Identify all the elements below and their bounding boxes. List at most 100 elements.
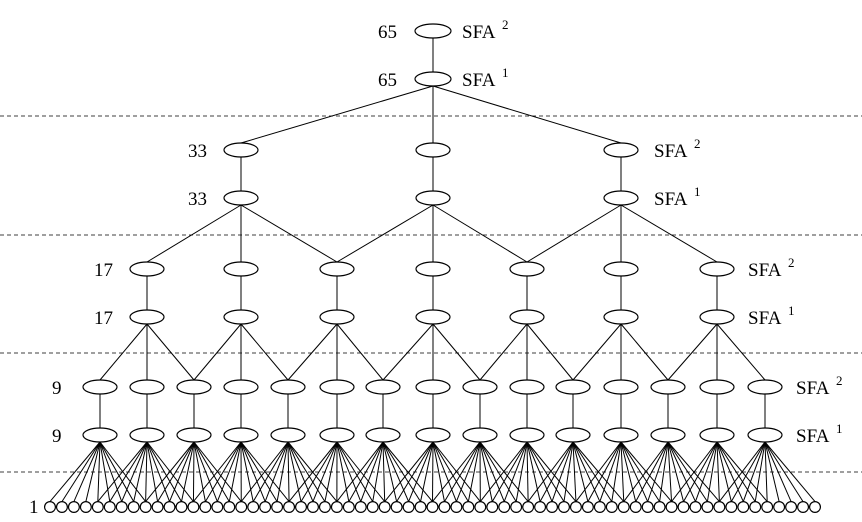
- leaf-node-53: [677, 501, 690, 514]
- leaf-node-47: [605, 501, 618, 514]
- leaf-node-52: [665, 501, 678, 514]
- level0-count-label: 65: [378, 70, 397, 91]
- edge-leaf-parent4-leaf20: [287, 441, 290, 502]
- node-level3-sfa1-12: [650, 427, 686, 443]
- node-level2-sfa1-4: [509, 309, 545, 325]
- edge-leaf-parent9-leaf37: [491, 441, 528, 502]
- edge-leaf-parent9-leaf41: [526, 441, 541, 502]
- node-level2-sfa1-6: [699, 309, 735, 325]
- edge-leaf-parent4-leaf17: [252, 441, 289, 502]
- level2-sfa1-label: SFA: [748, 308, 782, 329]
- edge-leaf-parent7-leaf29: [396, 441, 434, 502]
- leaf-node-12: [187, 501, 200, 514]
- edge-leaf-parent14-leaf62: [764, 441, 792, 502]
- edge-level2-parent0-child0: [99, 323, 148, 381]
- edge-leaf-parent9-leaf44: [526, 441, 577, 502]
- leaf-node-57: [725, 501, 738, 514]
- edge-leaf-parent12-leaf51: [659, 441, 669, 502]
- edge-leaf-parent13-leaf58: [716, 441, 744, 502]
- node-level3-sfa1-10: [555, 427, 591, 443]
- node-level3-sfa2-11: [603, 379, 639, 395]
- level0-sfa2-superscript: 2: [502, 17, 509, 32]
- edge-leaf-parent2-leaf15: [193, 441, 230, 502]
- edge-leaf-parent11-leaf44: [575, 441, 622, 502]
- edge-leaf-parent3-leaf12: [193, 441, 242, 502]
- edge-leaf-parent8-leaf39: [479, 441, 517, 502]
- edge-leaf-parent4-leaf16: [240, 441, 289, 502]
- edge-leaf-parent4-leaf19: [276, 441, 289, 502]
- node-level2-sfa1-5: [603, 309, 639, 325]
- level1-sfa1-label: SFA: [654, 189, 688, 210]
- edge-leaf-parent14-leaf59: [754, 441, 766, 502]
- edge-leaf-parent1-leaf5: [109, 441, 148, 502]
- edge-leaf-parent6-leaf30: [382, 441, 410, 502]
- edge-level1-parent0-child2: [240, 204, 338, 263]
- leaf-node-31: [414, 501, 427, 514]
- node-level3-sfa2-12: [650, 379, 686, 395]
- node-level3-sfa2-5: [319, 379, 355, 395]
- leaf-node-56: [713, 501, 726, 514]
- edge-leaf-parent3-leaf15: [228, 441, 242, 502]
- leaf-node-59: [749, 501, 762, 514]
- edge-leaf-parent0-leaf5: [99, 441, 111, 502]
- edges: [49, 38, 816, 502]
- edge-leaf-parent5-leaf20: [288, 441, 338, 502]
- leaf-node-2: [67, 501, 80, 514]
- edge-leaf-parent9-leaf39: [515, 441, 528, 502]
- edge-leaf-parent2-leaf14: [193, 441, 218, 502]
- leaf-node-4: [91, 501, 104, 514]
- node-level1-sfa1-0: [223, 190, 259, 206]
- edge-leaf-parent9-leaf38: [503, 441, 528, 502]
- edge-level1-parent0-child0: [146, 204, 242, 263]
- leaf-node-11: [175, 501, 188, 514]
- level1-sfa1-superscript: 1: [694, 184, 701, 199]
- leaf-node-44: [569, 501, 582, 514]
- edge-leaf-parent6-leaf31: [382, 441, 421, 502]
- edge-level2-parent6-child14: [716, 323, 766, 381]
- edge-leaf-parent10-leaf46: [572, 441, 601, 502]
- edge-level2-parent4-child8: [479, 323, 528, 381]
- node-level3-sfa2-6: [365, 379, 401, 395]
- edge-leaf-parent11-leaf50: [620, 441, 649, 502]
- leaf-node-40: [522, 501, 535, 514]
- edge-level1-parent2-child6: [620, 204, 718, 263]
- leaf-node-32: [426, 501, 439, 514]
- edge-leaf-parent6-leaf26: [360, 441, 384, 502]
- leaf-node-28: [378, 501, 391, 514]
- edge-leaf-parent8-leaf34: [455, 441, 481, 502]
- edge-level1-parent1-child4: [432, 204, 528, 263]
- node-level3-sfa1-0: [82, 427, 118, 443]
- edge-leaf-parent3-leaf14: [216, 441, 242, 502]
- node-level3-sfa1-3: [223, 427, 259, 443]
- edge-leaf-parent11-leaf48: [620, 441, 625, 502]
- level3-sfa1-superscript: 1: [836, 421, 843, 436]
- edge-leaf-parent3-leaf19: [240, 441, 278, 502]
- leaf-node-9: [151, 501, 164, 514]
- edge-leaf-parent8-leaf35: [467, 441, 481, 502]
- edge-leaf-parent13-leaf55: [706, 441, 718, 502]
- edge-leaf-parent4-leaf22: [287, 441, 314, 502]
- leaf-node-15: [223, 501, 236, 514]
- node-level3-sfa2-9: [509, 379, 545, 395]
- level3-sfa2-superscript: 2: [836, 373, 843, 388]
- node-level3-sfa1-9: [509, 427, 545, 443]
- edge-leaf-parent13-leaf56: [716, 441, 720, 502]
- edge-leaf-parent1-leaf6: [121, 441, 148, 502]
- edge-leaf-parent5-leaf28: [336, 441, 386, 502]
- leaf-node-37: [486, 501, 499, 514]
- leaf-node-64: [808, 501, 821, 514]
- node-level3-sfa2-3: [223, 379, 259, 395]
- leaf-node-54: [689, 501, 702, 514]
- leaf-node-17: [247, 501, 260, 514]
- leaf-node-48: [617, 501, 630, 514]
- edge-leaf-parent1-leaf7: [133, 441, 148, 502]
- level3-count-label: 9: [52, 426, 62, 447]
- edge-leaf-parent6-leaf32: [382, 441, 433, 502]
- edge-leaf-parent5-leaf23: [324, 441, 338, 502]
- edge-leaf-parent0-leaf0: [49, 441, 101, 502]
- leaf-node-58: [737, 501, 750, 514]
- leaf-node-14: [211, 501, 224, 514]
- edge-leaf-parent0-leaf1: [61, 441, 101, 502]
- edge-leaf-parent0-leaf7: [99, 441, 135, 502]
- edge-leaf-parent9-leaf43: [526, 441, 565, 502]
